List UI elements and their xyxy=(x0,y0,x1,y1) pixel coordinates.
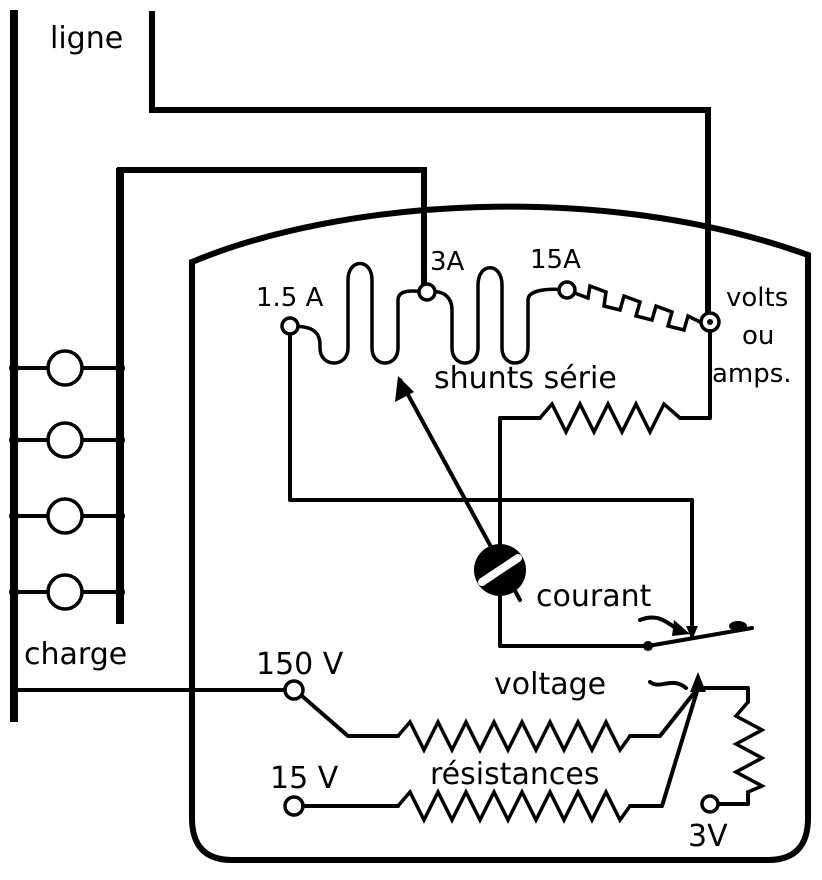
wire-meter-switch xyxy=(498,594,650,648)
courant-switch xyxy=(646,626,754,648)
label-15a: 15A xyxy=(530,245,581,275)
terminal-volts-amps-inner xyxy=(707,319,713,325)
load-wire xyxy=(117,167,427,291)
label-resistances: résistances xyxy=(430,757,599,792)
meter-resistor-wire xyxy=(498,329,712,562)
label-3v: 3V xyxy=(688,819,728,854)
series-shunt xyxy=(289,261,566,365)
square-shunt xyxy=(571,283,708,333)
resistor-150v xyxy=(396,718,632,754)
terminal-3v xyxy=(700,794,720,814)
terminal-15a xyxy=(557,280,577,300)
label-ou: ou xyxy=(742,321,774,351)
meter-movement xyxy=(395,376,526,602)
meter-resistor xyxy=(538,400,682,436)
terminal-1-5a xyxy=(280,316,300,336)
label-volts: volts xyxy=(726,283,788,313)
label-ligne: ligne xyxy=(50,21,123,56)
resistor-3v xyxy=(732,700,767,794)
load-lamps xyxy=(9,349,125,611)
label-voltage: voltage xyxy=(494,667,606,702)
terminal-150v xyxy=(283,679,305,701)
label-150v: 150 V xyxy=(256,647,344,682)
terminal-15v xyxy=(283,795,305,817)
voltage-arrow xyxy=(648,680,688,690)
instrument-case xyxy=(189,203,811,863)
resistor-15v xyxy=(396,788,632,824)
label-charge: charge xyxy=(24,637,127,672)
label-3a: 3A xyxy=(430,247,465,277)
wire-1-5a xyxy=(288,332,694,638)
terminal-3a xyxy=(417,282,437,302)
label-courant: courant xyxy=(536,579,652,614)
label-shunts: shunts série xyxy=(434,361,617,396)
line-wire xyxy=(149,11,711,321)
label-1-5a: 1.5 A xyxy=(256,283,324,313)
label-15v: 15 V xyxy=(270,761,339,796)
label-amps: amps. xyxy=(712,359,792,389)
